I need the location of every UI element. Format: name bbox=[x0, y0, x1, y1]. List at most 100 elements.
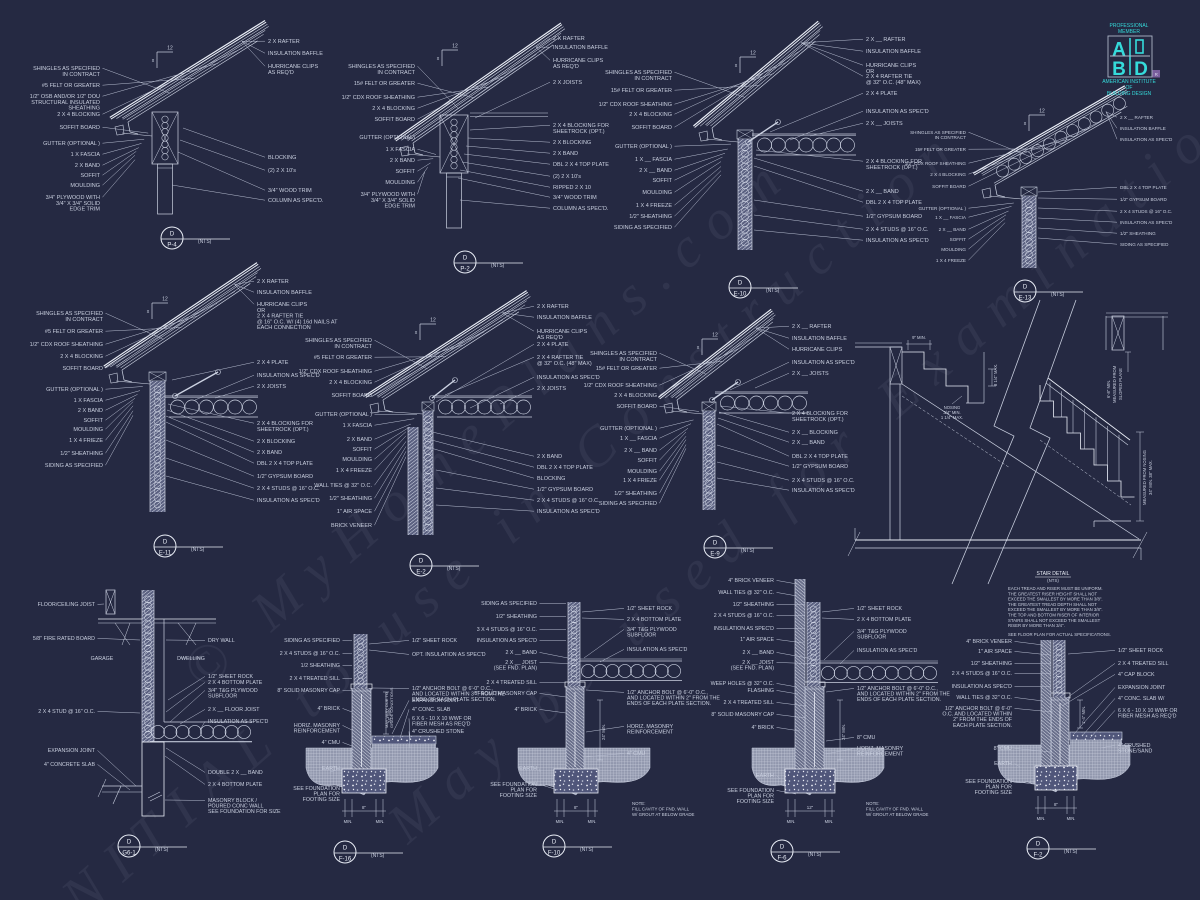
svg-text:OR: OR bbox=[257, 308, 265, 314]
svg-text:BLOCKING: BLOCKING bbox=[268, 155, 296, 161]
svg-text:GUTTER (OPTIONAL ): GUTTER (OPTIONAL ) bbox=[46, 387, 103, 393]
svg-text:2 X 4 PLATE: 2 X 4 PLATE bbox=[257, 360, 289, 366]
svg-text:DBL 2 X 4 TOP PLATE: DBL 2 X 4 TOP PLATE bbox=[792, 454, 848, 460]
svg-text:2 X BAND: 2 X BAND bbox=[78, 408, 103, 414]
svg-text:INSULATION AS SPEC'D: INSULATION AS SPEC'D bbox=[1120, 220, 1173, 225]
svg-text:1/2" SHEATHING: 1/2" SHEATHING bbox=[329, 496, 372, 502]
svg-text:SOFFIT: SOFFIT bbox=[395, 169, 415, 175]
svg-text:1 X FASCIA: 1 X FASCIA bbox=[343, 423, 373, 429]
svg-text:15# FELT OR GREATER: 15# FELT OR GREATER bbox=[596, 366, 657, 372]
svg-text:x: x bbox=[147, 309, 150, 315]
svg-text:4" BRICK VENEER: 4" BRICK VENEER bbox=[728, 578, 774, 584]
svg-text:STAIR DETAIL: STAIR DETAIL bbox=[1037, 571, 1070, 577]
svg-text:2 X 4 STUDS @ 16" O.C.: 2 X 4 STUDS @ 16" O.C. bbox=[280, 651, 340, 657]
svg-text:AND LOCATED WITHIN 3" FROM THE: AND LOCATED WITHIN 3" FROM THE bbox=[412, 692, 505, 698]
svg-text:EACH PLATE SECTION.: EACH PLATE SECTION. bbox=[953, 723, 1012, 729]
svg-text:2 X JOISTS: 2 X JOISTS bbox=[257, 384, 286, 390]
svg-text:2 X 4 RAFTER TIE: 2 X 4 RAFTER TIE bbox=[537, 355, 584, 361]
svg-text:EDGE TRIM: EDGE TRIM bbox=[385, 204, 416, 210]
svg-text:2 X 4 BLOCKING: 2 X 4 BLOCKING bbox=[60, 354, 103, 360]
svg-text:IN CONTRACT: IN CONTRACT bbox=[377, 70, 415, 76]
svg-text:SOFFIT: SOFFIT bbox=[950, 237, 967, 242]
svg-text:8" SOLID MASONRY CAP: 8" SOLID MASONRY CAP bbox=[277, 688, 340, 694]
svg-text:@ 32" O.C. (48" MAX): @ 32" O.C. (48" MAX) bbox=[537, 361, 592, 367]
svg-text:8": 8" bbox=[1054, 802, 1058, 807]
svg-text:DOUBLE 2 X __ BAND: DOUBLE 2 X __ BAND bbox=[208, 770, 263, 776]
svg-text:2 X 4 TREATED SILL: 2 X 4 TREATED SILL bbox=[290, 676, 340, 682]
svg-text:MIN.: MIN. bbox=[556, 819, 565, 824]
svg-text:F-10: F-10 bbox=[548, 851, 561, 857]
svg-text:2 X 4 STUDS @ 16" O.C.: 2 X 4 STUDS @ 16" O.C. bbox=[714, 613, 774, 619]
svg-text:INSULATION BAFFLE: INSULATION BAFFLE bbox=[268, 51, 323, 57]
svg-text:MOULDING: MOULDING bbox=[342, 457, 372, 463]
svg-text:E-9: E-9 bbox=[710, 552, 720, 558]
svg-text:E-13: E-13 bbox=[1019, 296, 1032, 302]
svg-text:MIN.: MIN. bbox=[588, 819, 597, 824]
svg-text:(NTS): (NTS) bbox=[808, 852, 822, 858]
svg-text:1/2" SHEET ROCK: 1/2" SHEET ROCK bbox=[1118, 648, 1164, 654]
svg-text:DBL 2 X 4 TOP PLATE: DBL 2 X 4 TOP PLATE bbox=[866, 200, 922, 206]
svg-text:1/2" SHEATHING: 1/2" SHEATHING bbox=[496, 614, 537, 620]
svg-text:FLASHING: FLASHING bbox=[748, 688, 775, 694]
svg-text:1/2" GYPSUM BOARD: 1/2" GYPSUM BOARD bbox=[866, 214, 922, 220]
svg-text:INSULATION AS SPEC'D: INSULATION AS SPEC'D bbox=[627, 647, 688, 653]
svg-text:@ 32" O.C. (48" MAX): @ 32" O.C. (48" MAX) bbox=[866, 80, 921, 86]
svg-text:FIBER MESH AS REQ'D: FIBER MESH AS REQ'D bbox=[412, 722, 471, 728]
svg-text:3 X 4 STUDS @ 16" O.C.: 3 X 4 STUDS @ 16" O.C. bbox=[477, 627, 537, 633]
svg-text:SOFFIT BOARD: SOFFIT BOARD bbox=[631, 125, 672, 131]
svg-text:MEASURED FROM NOSING: MEASURED FROM NOSING bbox=[1142, 450, 1147, 505]
svg-text:1 X FASCIA: 1 X FASCIA bbox=[74, 398, 104, 404]
svg-text:1/2" ANCHOR BOLT @ 6'-0" O.C.,: 1/2" ANCHOR BOLT @ 6'-0" O.C., bbox=[627, 690, 708, 696]
svg-text:OF: OF bbox=[1126, 85, 1133, 91]
svg-text:4" CONC. SLAB: 4" CONC. SLAB bbox=[412, 707, 451, 713]
svg-text:1/2" SHEATHING: 1/2" SHEATHING bbox=[614, 491, 657, 497]
svg-text:1/2" GYPSUM BOARD: 1/2" GYPSUM BOARD bbox=[537, 487, 593, 493]
svg-text:EACH CONNECTION: EACH CONNECTION bbox=[257, 325, 311, 331]
svg-text:REINFORCEMENT: REINFORCEMENT bbox=[857, 752, 904, 758]
svg-text:ENDS OF EACH PLATE SECTION.: ENDS OF EACH PLATE SECTION. bbox=[627, 701, 711, 707]
svg-text:2 X 4 BLOCKING: 2 X 4 BLOCKING bbox=[614, 393, 657, 399]
svg-text:SOFFIT BOARD: SOFFIT BOARD bbox=[374, 117, 415, 123]
svg-text:1 X 4 FREEZE: 1 X 4 FREEZE bbox=[936, 258, 966, 263]
svg-text:SHINGLES AS SPECIFIED: SHINGLES AS SPECIFIED bbox=[910, 130, 967, 135]
svg-text:SHEETROCK (OPT.): SHEETROCK (OPT.) bbox=[257, 427, 309, 433]
svg-text:PLAN FOR: PLAN FOR bbox=[748, 794, 775, 800]
svg-text:GUTTER (OPTIONAL ): GUTTER (OPTIONAL ) bbox=[315, 412, 372, 418]
svg-text:2 X 4 BLOCKING: 2 X 4 BLOCKING bbox=[930, 172, 966, 177]
svg-text:INSULATION AS SPEC'D: INSULATION AS SPEC'D bbox=[477, 638, 538, 644]
svg-text:8 1/4" MAX.: 8 1/4" MAX. bbox=[993, 364, 998, 386]
svg-text:OR: OR bbox=[866, 69, 874, 75]
svg-text:MEMBER: MEMBER bbox=[1118, 29, 1140, 35]
svg-text:GUTTER (OPTIONAL ): GUTTER (OPTIONAL ) bbox=[615, 144, 672, 150]
svg-text:2 X __ BAND: 2 X __ BAND bbox=[639, 168, 672, 174]
svg-text:SHEETROCK (OPT.): SHEETROCK (OPT.) bbox=[553, 129, 605, 135]
svg-text:BLOCKING: BLOCKING bbox=[537, 476, 565, 482]
svg-text:FIBER MESH AS REQ'D: FIBER MESH AS REQ'D bbox=[1118, 714, 1177, 720]
svg-text:2 X 4 BOTTOM PLATE: 2 X 4 BOTTOM PLATE bbox=[208, 782, 263, 788]
svg-text:2 X 4 PLATE: 2 X 4 PLATE bbox=[866, 91, 898, 97]
svg-text:F-16: F-16 bbox=[339, 857, 352, 863]
svg-text:1" AIR SPACE: 1" AIR SPACE bbox=[337, 509, 373, 515]
svg-text:2 X __ JOIST: 2 X __ JOIST bbox=[505, 660, 538, 666]
svg-text:PLAN FOR: PLAN FOR bbox=[314, 792, 341, 798]
svg-text:6 X 6 - 10 X 10 WWF OR: 6 X 6 - 10 X 10 WWF OR bbox=[1118, 708, 1178, 714]
svg-text:2 X 4 STUDS @ 16" O.C.: 2 X 4 STUDS @ 16" O.C. bbox=[537, 498, 600, 504]
svg-text:1/2" SHEATHING: 1/2" SHEATHING bbox=[60, 451, 103, 457]
svg-text:GUTTER (OPTIONAL): GUTTER (OPTIONAL) bbox=[359, 135, 415, 141]
svg-text:2 X JOISTS: 2 X JOISTS bbox=[537, 386, 566, 392]
svg-text:PROFESSIONAL: PROFESSIONAL bbox=[1110, 23, 1149, 29]
svg-text:1/2" SHEET ROCK: 1/2" SHEET ROCK bbox=[412, 638, 458, 644]
svg-text:SHEETROCK (OPT.): SHEETROCK (OPT.) bbox=[792, 417, 844, 423]
svg-text:D: D bbox=[1023, 285, 1028, 291]
svg-text:2" FROM THE ENDS OF: 2" FROM THE ENDS OF bbox=[953, 717, 1013, 723]
svg-text:SOFFIT BOARD: SOFFIT BOARD bbox=[62, 366, 103, 372]
svg-text:G6-1: G6-1 bbox=[122, 851, 136, 857]
svg-text:THE GREATEST RISER HEIGHT SHAL: THE GREATEST RISER HEIGHT SHALL NOT bbox=[1008, 591, 1098, 596]
svg-text:2 X BAND: 2 X BAND bbox=[257, 450, 282, 456]
svg-text:24" MIN.: 24" MIN. bbox=[601, 724, 606, 740]
svg-text:F-6: F-6 bbox=[778, 856, 788, 862]
svg-text:INSULATION AS SPEC'D: INSULATION AS SPEC'D bbox=[866, 238, 929, 244]
svg-text:2 X BLOCKING: 2 X BLOCKING bbox=[553, 140, 591, 146]
svg-text:1 X 4 FRIEZE: 1 X 4 FRIEZE bbox=[69, 438, 103, 444]
svg-text:(NTS): (NTS) bbox=[371, 853, 385, 859]
